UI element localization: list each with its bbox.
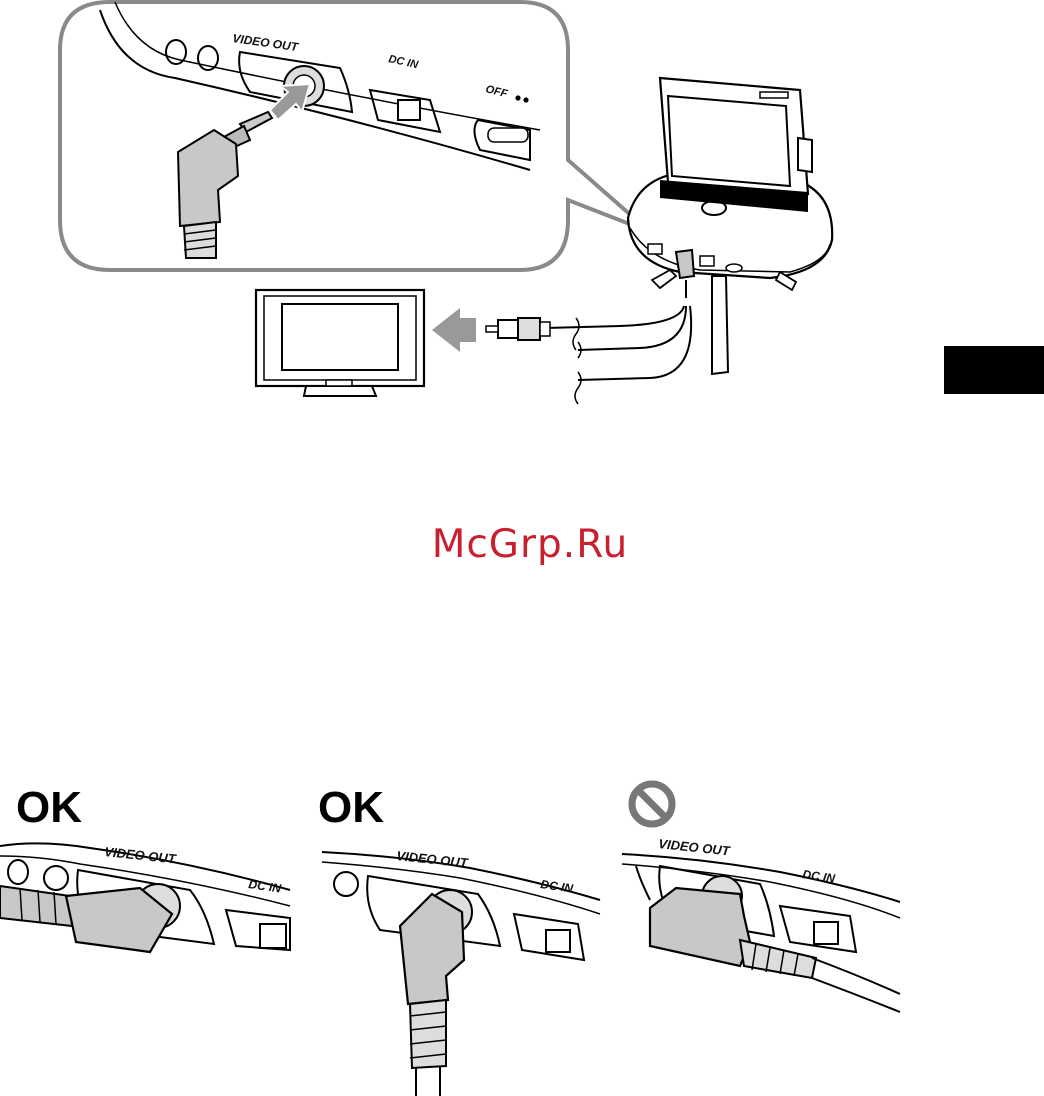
signal-arrow-icon xyxy=(432,308,476,352)
svg-text:VIDEO OUT: VIDEO OUT xyxy=(104,844,178,867)
panel-prohibited: VIDEO OUT DC IN xyxy=(622,784,900,1012)
svg-text:VIDEO OUT: VIDEO OUT xyxy=(658,836,732,859)
cradle-with-device xyxy=(628,78,832,374)
svg-text:DC IN: DC IN xyxy=(802,867,837,885)
panel-ok-horizontal: OK VIDEO OUT DC IN xyxy=(0,783,290,952)
av-cables xyxy=(546,280,691,404)
rca-plug xyxy=(486,318,550,340)
ok-status-2: OK xyxy=(318,783,384,832)
television xyxy=(256,290,424,396)
prohibited-icon xyxy=(632,784,672,824)
section-tab-marker xyxy=(944,346,1044,394)
callout-magnifier: VIDEO OUT DC IN OFF xyxy=(60,2,650,270)
svg-text:DC IN: DC IN xyxy=(248,877,283,895)
panel-ok-vertical: OK VIDEO OUT DC IN xyxy=(318,783,600,1096)
ok-status-1: OK xyxy=(16,783,82,832)
svg-text:VIDEO OUT: VIDEO OUT xyxy=(396,848,470,871)
watermark-text: McGrp.Ru xyxy=(0,522,1044,567)
svg-text:DC IN: DC IN xyxy=(540,877,575,895)
